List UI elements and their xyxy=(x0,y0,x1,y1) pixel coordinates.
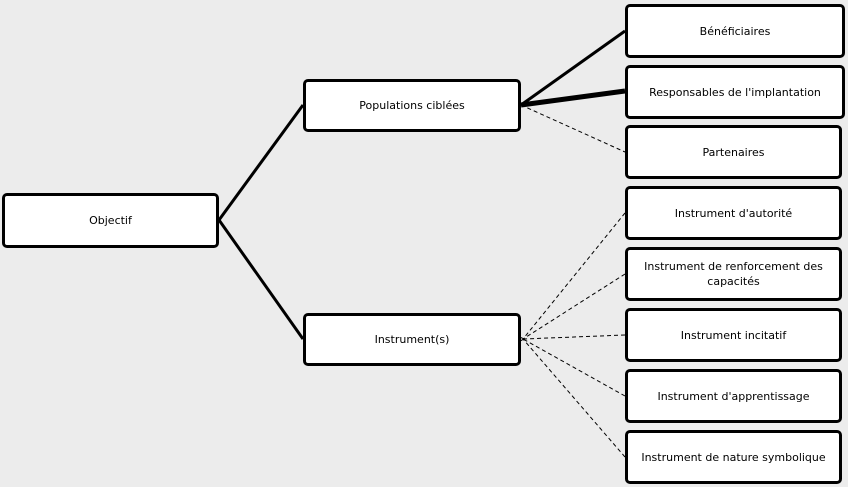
connector-objective-populations xyxy=(217,104,305,221)
connector-populations-partenaires xyxy=(520,104,626,153)
connector-populations-beneficiaires xyxy=(520,29,626,107)
node-instrument-incitatif: Instrument incitatif xyxy=(625,308,842,362)
node-instrument-apprentissage-label: Instrument d'apprentissage xyxy=(657,389,810,403)
node-instruments: Instrument(s) xyxy=(303,313,521,366)
node-instrument-renforcement-label: Instrument de renforcement des capacités xyxy=(644,260,823,288)
node-beneficiaires: Bénéficiaires xyxy=(625,4,845,58)
node-responsables-implantation: Responsables de l'implantation xyxy=(625,65,845,119)
node-responsables-label: Responsables de l'implantation xyxy=(649,85,821,99)
node-instruments-label: Instrument(s) xyxy=(374,333,450,346)
node-objectif-label: Objectif xyxy=(89,214,132,227)
node-instrument-incitatif-label: Instrument incitatif xyxy=(680,328,787,342)
node-partenaires: Partenaires xyxy=(625,125,842,179)
connector-instruments-apprentissage xyxy=(522,338,626,397)
node-beneficiaires-label: Bénéficiaires xyxy=(699,24,771,38)
node-partenaires-label: Partenaires xyxy=(702,145,765,159)
node-instrument-apprentissage: Instrument d'apprentissage xyxy=(625,369,842,423)
node-instrument-autorite: Instrument d'autorité xyxy=(625,186,842,240)
connector-instruments-symbolique xyxy=(522,338,626,458)
connector-objective-instruments xyxy=(217,219,305,340)
node-objectif: Objectif xyxy=(2,193,219,248)
node-instrument-renforcement: Instrument de renforcement des capacités xyxy=(625,247,842,301)
connector-instruments-autorite xyxy=(522,212,626,340)
connector-instruments-renforcement xyxy=(522,273,626,340)
node-instrument-autorite-label: Instrument d'autorité xyxy=(674,206,793,220)
node-populations-ciblees: Populations ciblées xyxy=(303,79,521,132)
connector-populations-responsables xyxy=(520,88,626,108)
node-instrument-symbolique-label: Instrument de nature symbolique xyxy=(641,450,826,464)
connector-instruments-incitatif xyxy=(523,334,626,339)
node-populations-label: Populations ciblées xyxy=(359,99,465,112)
node-instrument-symbolique: Instrument de nature symbolique xyxy=(625,430,842,484)
